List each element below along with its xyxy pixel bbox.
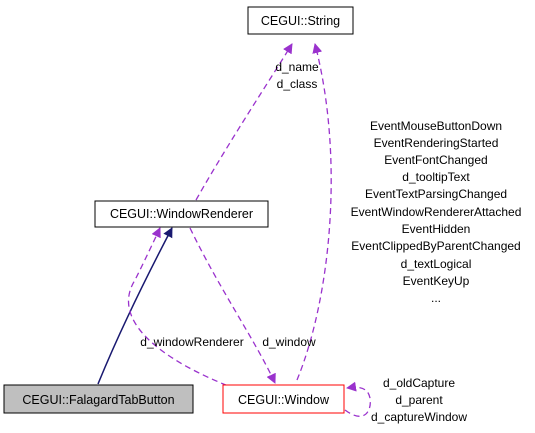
node-window-renderer[interactable]: CEGUI::WindowRenderer: [94, 200, 269, 228]
edge-window-self-loop: [344, 381, 371, 417]
edge-label-d-parent: d_parent: [395, 393, 443, 407]
edge-label-d-window: d_window: [262, 335, 316, 349]
edge-label-d-text-logical: d_textLogical: [401, 257, 472, 271]
edge-label-self-members: d_oldCapture d_parent d_captureWindow: [371, 376, 467, 424]
node-string[interactable]: CEGUI::String: [247, 6, 354, 35]
edge-label-string-members: d_name d_class: [275, 60, 319, 91]
node-window[interactable]: CEGUI::Window: [222, 384, 345, 414]
edge-label-event-key-up: EventKeyUp: [403, 274, 470, 288]
node-falagard-tab-button-label: CEGUI::FalagardTabButton: [22, 393, 174, 407]
edge-label-event-text-parsing-changed: EventTextParsingChanged: [365, 187, 507, 201]
edge-label-d-old-capture: d_oldCapture: [383, 376, 455, 390]
edge-falagard-to-windowrenderer: [97, 227, 173, 385]
edge-label-event-mouse-button-down: EventMouseButtonDown: [370, 119, 502, 133]
edge-label-event-rendering-started: EventRenderingStarted: [374, 136, 499, 150]
edge-label-d-window-renderer: d_windowRenderer: [140, 335, 243, 349]
edge-window-to-string: [296, 43, 332, 381]
edge-label-event-clipped-by-parent-changed: EventClippedByParentChanged: [351, 239, 520, 253]
edge-label-d-capture-window: d_captureWindow: [371, 410, 467, 424]
node-window-renderer-label: CEGUI::WindowRenderer: [110, 207, 253, 221]
node-falagard-tab-button[interactable]: CEGUI::FalagardTabButton: [3, 384, 194, 414]
edge-label-event-window-renderer-attached: EventWindowRendererAttached: [351, 205, 522, 219]
edge-windowrenderer-to-string: [195, 43, 293, 201]
edge-label-ellipsis: ...: [431, 291, 441, 305]
edge-windowrenderer-to-window: [189, 227, 276, 384]
edge-label-d-tooltip-text: d_tooltipText: [402, 170, 470, 184]
node-window-label: CEGUI::Window: [238, 393, 330, 407]
node-string-label: CEGUI::String: [261, 14, 340, 28]
edge-label-event-font-changed: EventFontChanged: [384, 153, 487, 167]
edge-label-event-hidden: EventHidden: [402, 222, 471, 236]
edge-window-to-windowrenderer: [128, 227, 237, 390]
edge-label-window-string-members: EventMouseButtonDown EventRenderingStart…: [351, 119, 522, 305]
edge-label-d-name: d_name: [275, 60, 319, 74]
edge-label-d-class: d_class: [277, 77, 318, 91]
